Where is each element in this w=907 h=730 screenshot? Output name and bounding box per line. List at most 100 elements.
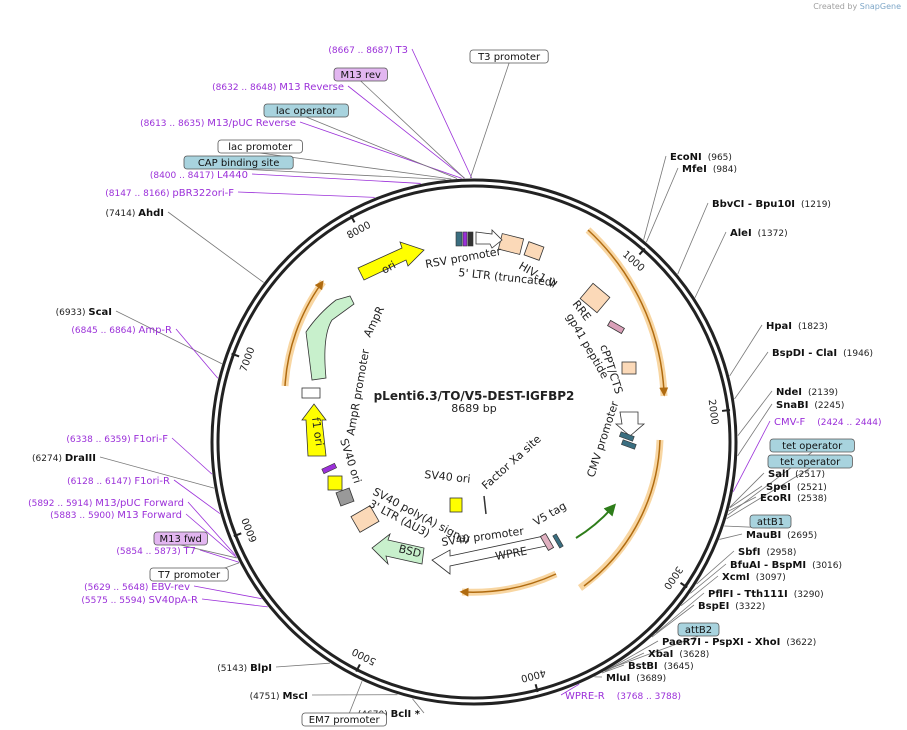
- feature-box-11[interactable]: EM7 promoter: [301, 712, 387, 727]
- primer-pos-3: (8400 .. 8417): [150, 171, 217, 181]
- feature-box-9[interactable]: M13 fwd: [153, 531, 208, 546]
- enzyme-label-1[interactable]: MfeI(984): [682, 164, 737, 175]
- enzyme-label-19[interactable]: BstBI(3645): [628, 661, 694, 672]
- feature-box-0[interactable]: T3 promoter: [469, 49, 549, 64]
- enzyme-label-6[interactable]: NdeI(2139): [776, 387, 838, 398]
- enzyme-name-21: BclI *: [391, 709, 421, 720]
- enzyme-name-1: MfeI: [682, 164, 707, 175]
- enzyme-pos-8: (2517): [795, 470, 825, 480]
- feature-box-4[interactable]: CAP binding site: [183, 155, 294, 170]
- primer-leader-3: [251, 173, 421, 184]
- feature-box-label-11: EM7 promoter: [309, 715, 381, 726]
- enzyme-pos-18: (3628): [679, 650, 709, 660]
- enzyme-label-3[interactable]: AleI(1372): [730, 228, 788, 239]
- enzyme-label-2[interactable]: BbvCI - Bpu10I(1219): [712, 199, 831, 210]
- enzyme-label-9[interactable]: SpeI(2521): [766, 482, 827, 493]
- tick-3000: [679, 582, 688, 589]
- primer-name-10: T7: [183, 546, 196, 557]
- primer-name-5: Amp-R: [139, 325, 173, 336]
- enzyme-pos-15: (3290): [794, 590, 824, 600]
- primer-label-9[interactable]: (5883 .. 5900) M13 Forward: [50, 510, 182, 521]
- primer-label-1[interactable]: (8632 .. 8648) M13 Reverse: [212, 82, 344, 93]
- enzyme-leader-1: [646, 167, 679, 243]
- enzyme-label-25[interactable]: (6933) ScaI: [56, 307, 112, 318]
- wpre-feature: [431, 535, 547, 575]
- primer-label-14[interactable]: WPRE-R(3768 .. 3788): [565, 691, 681, 702]
- enzyme-name-7: SnaBI: [776, 400, 808, 411]
- primer-label-5[interactable]: (6845 .. 6864) Amp-R: [71, 325, 172, 336]
- ampr-promoter-feature: [301, 387, 321, 399]
- primer-label-3[interactable]: (8400 .. 8417) L4440: [150, 170, 248, 181]
- primer-label-4[interactable]: (8147 .. 8166) pBR322ori-F: [105, 188, 234, 199]
- enzyme-leader-23: [275, 662, 330, 668]
- feature-label-sv40-ori-inner: SV40 ori: [424, 468, 471, 486]
- feature-box-5[interactable]: tet operator: [769, 438, 855, 453]
- primer-label-10[interactable]: (5854 .. 5873) T7: [116, 546, 196, 557]
- feature-box-2[interactable]: lac operator: [263, 103, 349, 118]
- enzyme-label-10[interactable]: EcoRI(2538): [760, 493, 827, 504]
- enzyme-label-26[interactable]: (7414) AhdI: [105, 208, 164, 219]
- enzyme-label-24[interactable]: (6274) DraIII: [32, 453, 96, 464]
- feature-box-7[interactable]: attB1: [749, 514, 792, 529]
- primer-label-6[interactable]: (6338 .. 6359) F1ori-F: [66, 434, 168, 445]
- box-leader-0: [469, 62, 510, 179]
- primer-label-12[interactable]: (5575 .. 5594) SV40pA-R: [81, 595, 198, 606]
- enzyme-pos-19: (3645): [664, 662, 694, 672]
- primer-pos-13: (2424 .. 2444): [817, 418, 881, 428]
- cppt-feature: [621, 361, 637, 375]
- ltr5-feature: [497, 233, 525, 255]
- feature-box-1[interactable]: M13 rev: [333, 67, 388, 82]
- primer-label-11[interactable]: (5629 .. 5648) EBV-rev: [84, 582, 190, 593]
- enzyme-name-14: XcmI: [722, 572, 750, 583]
- enzyme-pos-5: (1946): [843, 349, 873, 359]
- enzyme-label-16[interactable]: BspEI(3322): [698, 601, 765, 612]
- primer-label-7[interactable]: (6128 .. 6147) F1ori-R: [67, 476, 170, 487]
- em7-feature: [335, 487, 355, 507]
- primer-leader-5: [175, 328, 219, 379]
- enzyme-label-0[interactable]: EcoNI(965): [670, 152, 732, 163]
- enzyme-label-18[interactable]: XbaI(3628): [648, 649, 709, 660]
- enzyme-label-20[interactable]: MluI(3689): [606, 673, 666, 684]
- primer-label-0[interactable]: (8667 .. 8687) T3: [328, 45, 408, 56]
- enzyme-leader-0: [643, 155, 667, 240]
- cmv-promoter-feature: [614, 411, 646, 437]
- primer-label-13[interactable]: CMV-F(2424 .. 2444): [774, 417, 882, 428]
- enzyme-label-5[interactable]: BspDI - ClaI(1946): [772, 348, 873, 359]
- primer-label-2[interactable]: (8613 .. 8635) M13/pUC Reverse: [140, 118, 296, 129]
- ori-feature: [357, 241, 425, 281]
- box-leader-8: [609, 635, 699, 670]
- primer-pos-11: (5629 .. 5648): [84, 583, 151, 593]
- backbone-inner: [216, 184, 732, 700]
- enzyme-label-12[interactable]: SbfI(2958): [738, 547, 796, 558]
- enzyme-name-22: MscI: [282, 691, 308, 702]
- enzyme-label-11[interactable]: MauBI(2695): [746, 530, 817, 541]
- enzyme-label-22[interactable]: (4751) MscI: [250, 691, 308, 702]
- enzyme-label-7[interactable]: SnaBI(2245): [776, 400, 844, 411]
- enzyme-label-13[interactable]: BfuAI - BspMI(3016): [730, 560, 842, 571]
- primer-leader-10: [199, 549, 240, 563]
- enzyme-label-17[interactable]: PaeR7I - PspXI - XhoI(3622): [662, 637, 816, 648]
- enzyme-pos-9: (2521): [797, 483, 827, 493]
- enzyme-label-23[interactable]: (5143) BlpI: [217, 663, 272, 674]
- orf-arc-4-line: [284, 280, 324, 387]
- feature-box-3[interactable]: lac promoter: [217, 139, 303, 154]
- feature-box-6[interactable]: tet operator: [767, 454, 853, 469]
- enzyme-label-15[interactable]: PflFI - Tth111I(3290): [708, 589, 824, 600]
- leader-lines: [99, 48, 813, 727]
- orf-arcs: [281, 227, 669, 597]
- enzyme-label-4[interactable]: HpaI(1823): [766, 321, 828, 332]
- feature-box-label-9: M13 fwd: [159, 534, 201, 545]
- enzyme-name-23: BlpI: [250, 663, 272, 674]
- enzyme-pos-25: (6933): [56, 308, 89, 318]
- enzyme-label-14[interactable]: XcmI(3097): [722, 572, 786, 583]
- box-leader-1: [360, 80, 465, 179]
- primer-label-8[interactable]: (5892 .. 5914) M13/pUC Forward: [28, 498, 184, 509]
- feature-box-10[interactable]: T7 promoter: [149, 567, 229, 582]
- feature-label-ori: ori: [379, 258, 398, 276]
- feature-box-bg-10: [149, 567, 229, 582]
- enzyme-pos-22: (4751): [250, 692, 283, 702]
- feature-box-8[interactable]: attB2: [677, 622, 720, 637]
- enzyme-label-8[interactable]: SalI(2517): [768, 469, 825, 480]
- f1ori-feature: [301, 403, 327, 457]
- enzyme-name-16: BspEI: [698, 601, 729, 612]
